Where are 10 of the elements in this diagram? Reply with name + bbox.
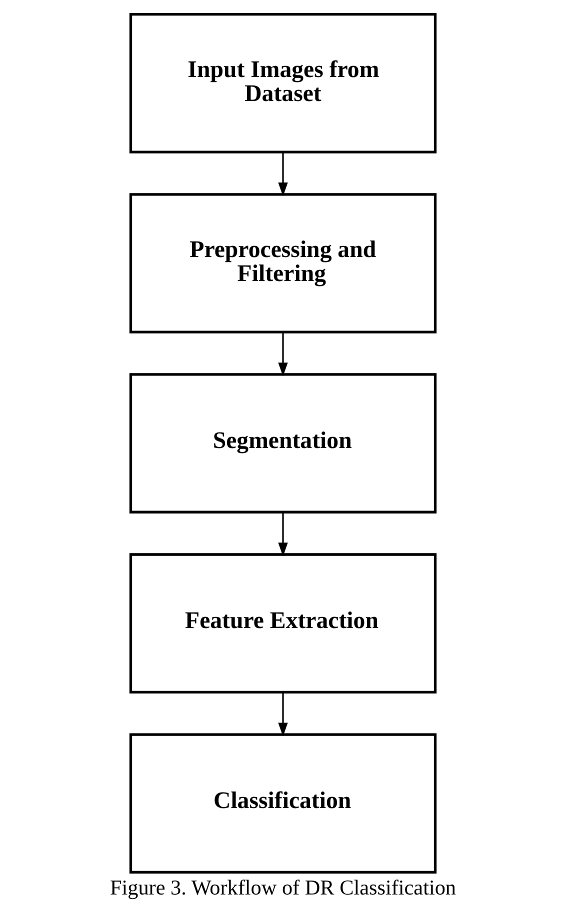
node-box: Input Images from Dataset bbox=[129, 13, 437, 154]
node-box: Classification bbox=[129, 733, 437, 874]
node-box: Segmentation bbox=[129, 373, 437, 514]
arrow bbox=[278, 692, 288, 737]
node-box: Preprocessing and Filtering bbox=[129, 193, 437, 334]
arrow bbox=[278, 332, 288, 376]
arrow bbox=[278, 152, 288, 196]
caption: Figure 3. Workflow of DR Classification bbox=[110, 875, 456, 900]
arrow bbox=[278, 512, 288, 556]
node-box: Feature Extraction bbox=[129, 553, 437, 694]
